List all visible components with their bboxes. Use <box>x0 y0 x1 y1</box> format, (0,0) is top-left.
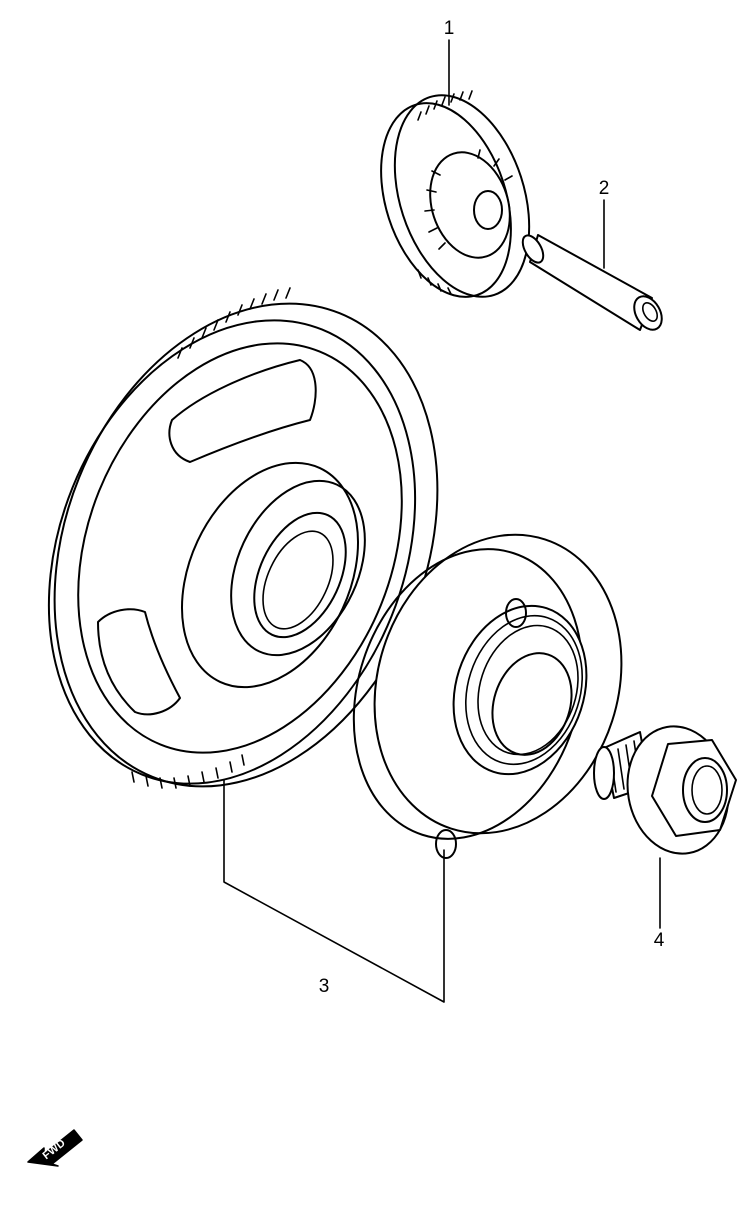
part-4-bolt[interactable] <box>593 718 738 861</box>
callout-2: 2 <box>599 178 610 199</box>
callout-4: 4 <box>654 930 665 951</box>
part-3-clutch-housing[interactable] <box>318 502 659 868</box>
part-3-large-gear[interactable] <box>0 246 507 844</box>
callout-1: 1 <box>444 18 455 39</box>
fwd-arrow-icon: FWD <box>27 1129 83 1167</box>
leader-lines <box>223 39 661 1003</box>
part-2-shaft[interactable] <box>519 232 668 335</box>
part-1-gear[interactable] <box>358 78 553 314</box>
callout-3: 3 <box>319 976 330 997</box>
